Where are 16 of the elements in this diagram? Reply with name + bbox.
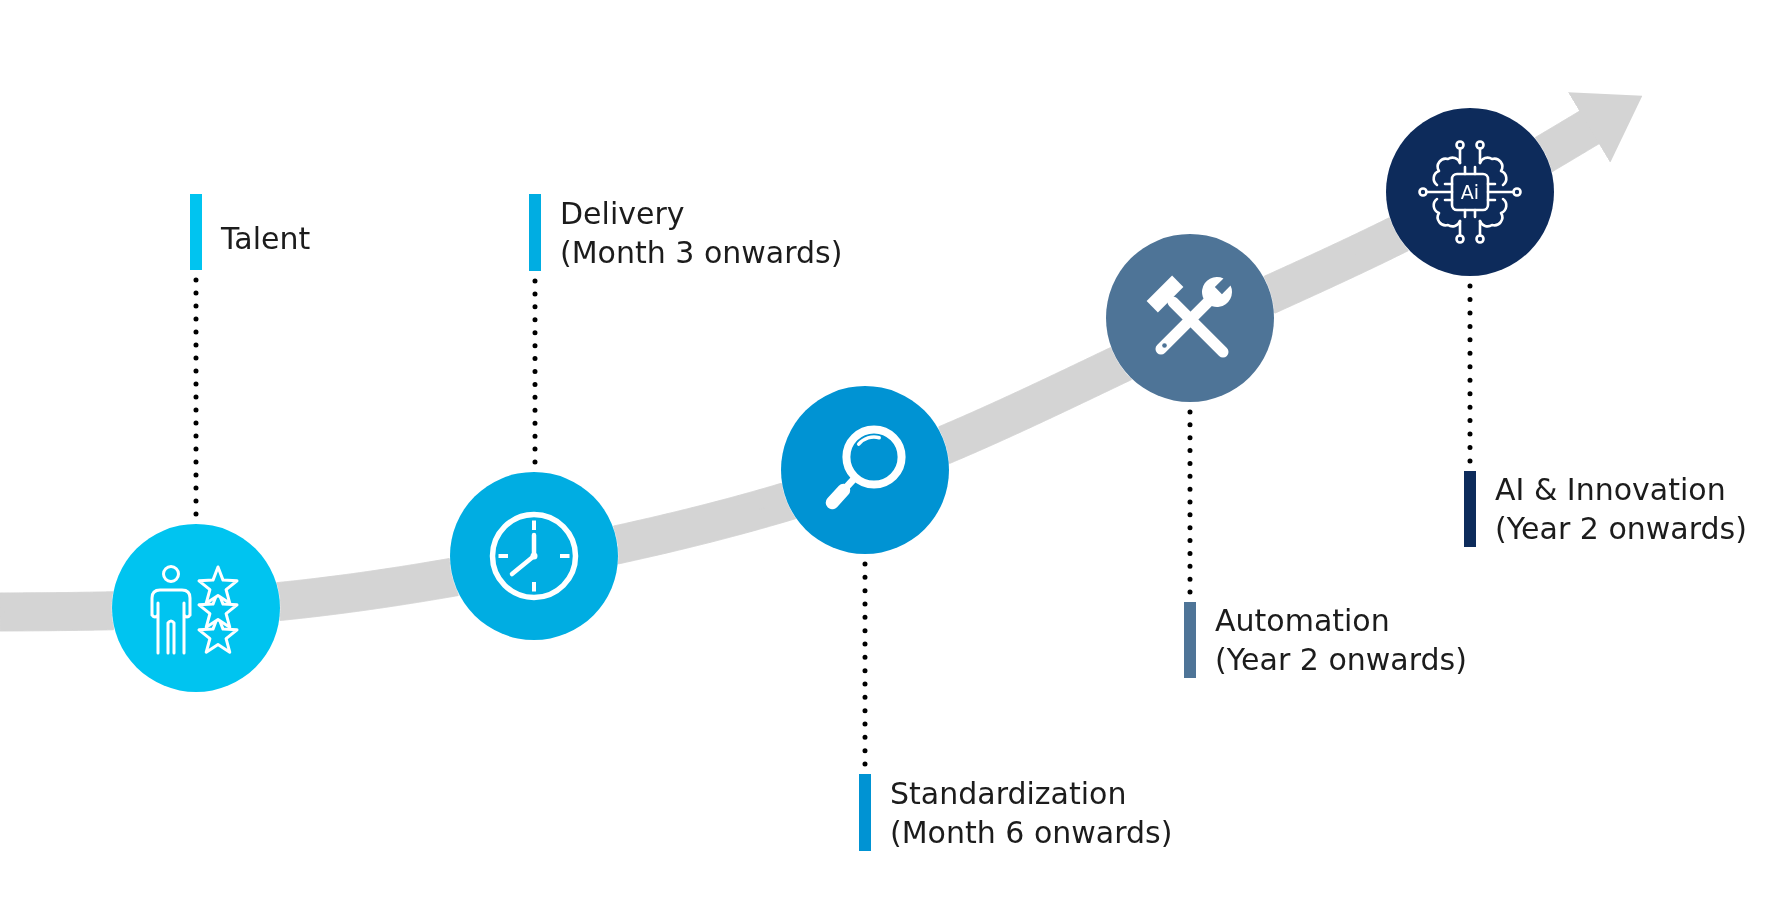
milestone-title: Talent	[221, 219, 311, 258]
timeline-band	[938, 347, 1132, 464]
timeline-band	[613, 482, 797, 565]
milestone-period: (Year 2 onwards)	[1495, 510, 1747, 548]
timeline-band	[1263, 217, 1409, 314]
milestone-period: (Year 2 onwards)	[1215, 641, 1467, 679]
milestone-title: AI & Innovation	[1495, 471, 1727, 509]
milestone-title: Delivery	[560, 194, 686, 233]
chip-label: Ai	[1460, 181, 1480, 203]
milestone-title: Automation	[1215, 602, 1391, 640]
timeline-arrow	[1534, 92, 1643, 173]
timeline-band	[0, 591, 114, 632]
timeline-band	[276, 558, 459, 621]
milestone-period: (Month 6 onwards)	[890, 813, 1173, 852]
milestone-period: (Month 3 onwards)	[560, 233, 843, 272]
milestone-title: Standardization	[890, 774, 1128, 813]
